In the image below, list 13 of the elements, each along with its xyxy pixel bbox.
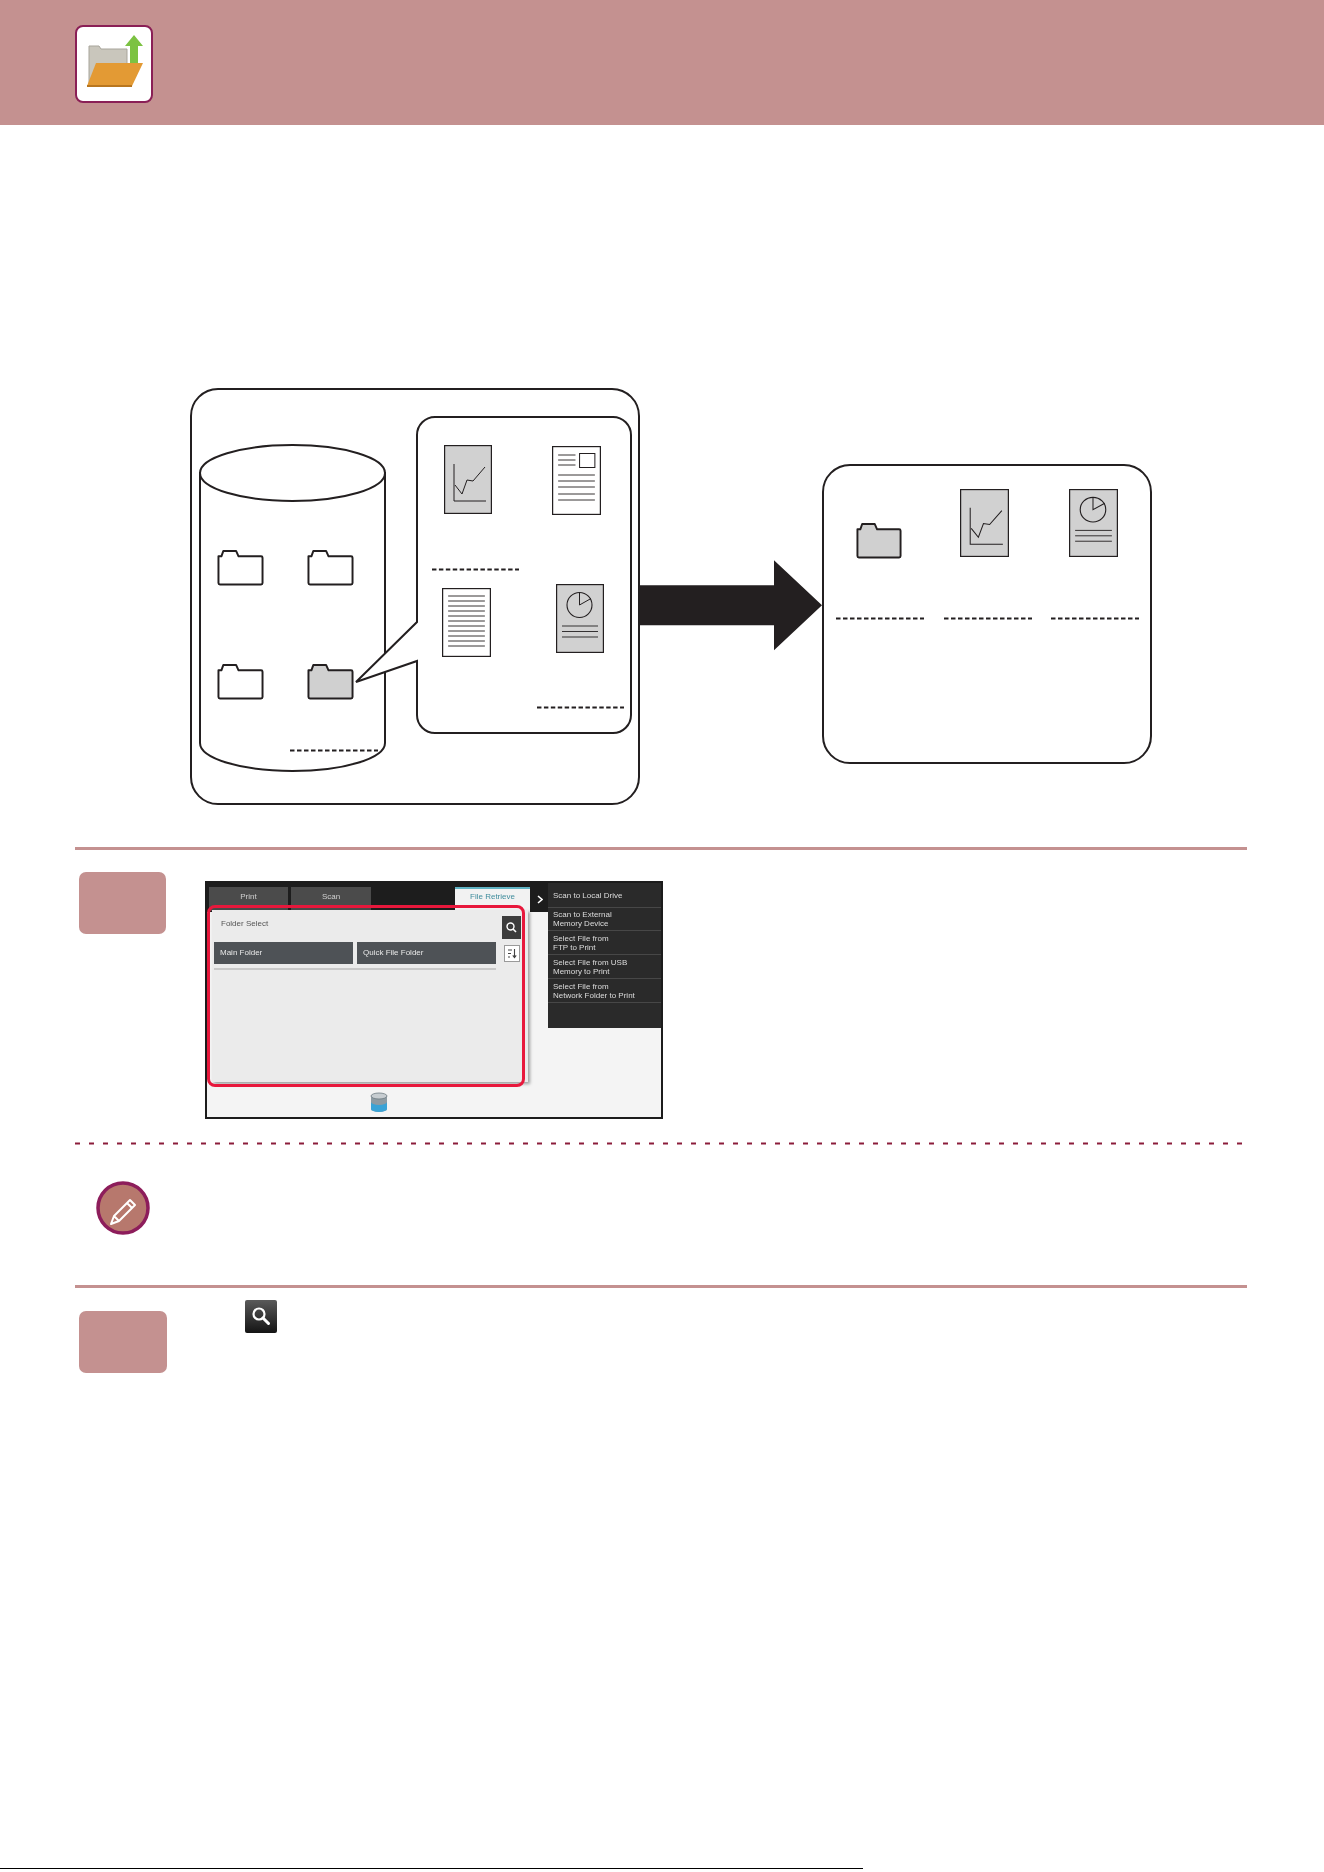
step-badge xyxy=(79,1311,167,1373)
menu-item: Select File from Network Folder to Print xyxy=(548,979,661,1003)
rounded-box xyxy=(190,388,640,805)
menu-item: Scan to Local Drive xyxy=(548,883,661,908)
folder-button: Quick File Folder xyxy=(357,942,496,964)
folder-button: Main Folder xyxy=(214,942,353,964)
menu-item: Select File from USB Memory to Print xyxy=(548,955,661,979)
panel-title: Folder Select xyxy=(221,919,269,929)
menu-item: Scan to External Memory Device xyxy=(548,908,661,931)
menu-item: Select File from FTP to Print xyxy=(548,931,661,955)
block-arrow xyxy=(640,560,822,651)
rounded-box xyxy=(822,464,1152,764)
step-badge xyxy=(79,872,166,934)
